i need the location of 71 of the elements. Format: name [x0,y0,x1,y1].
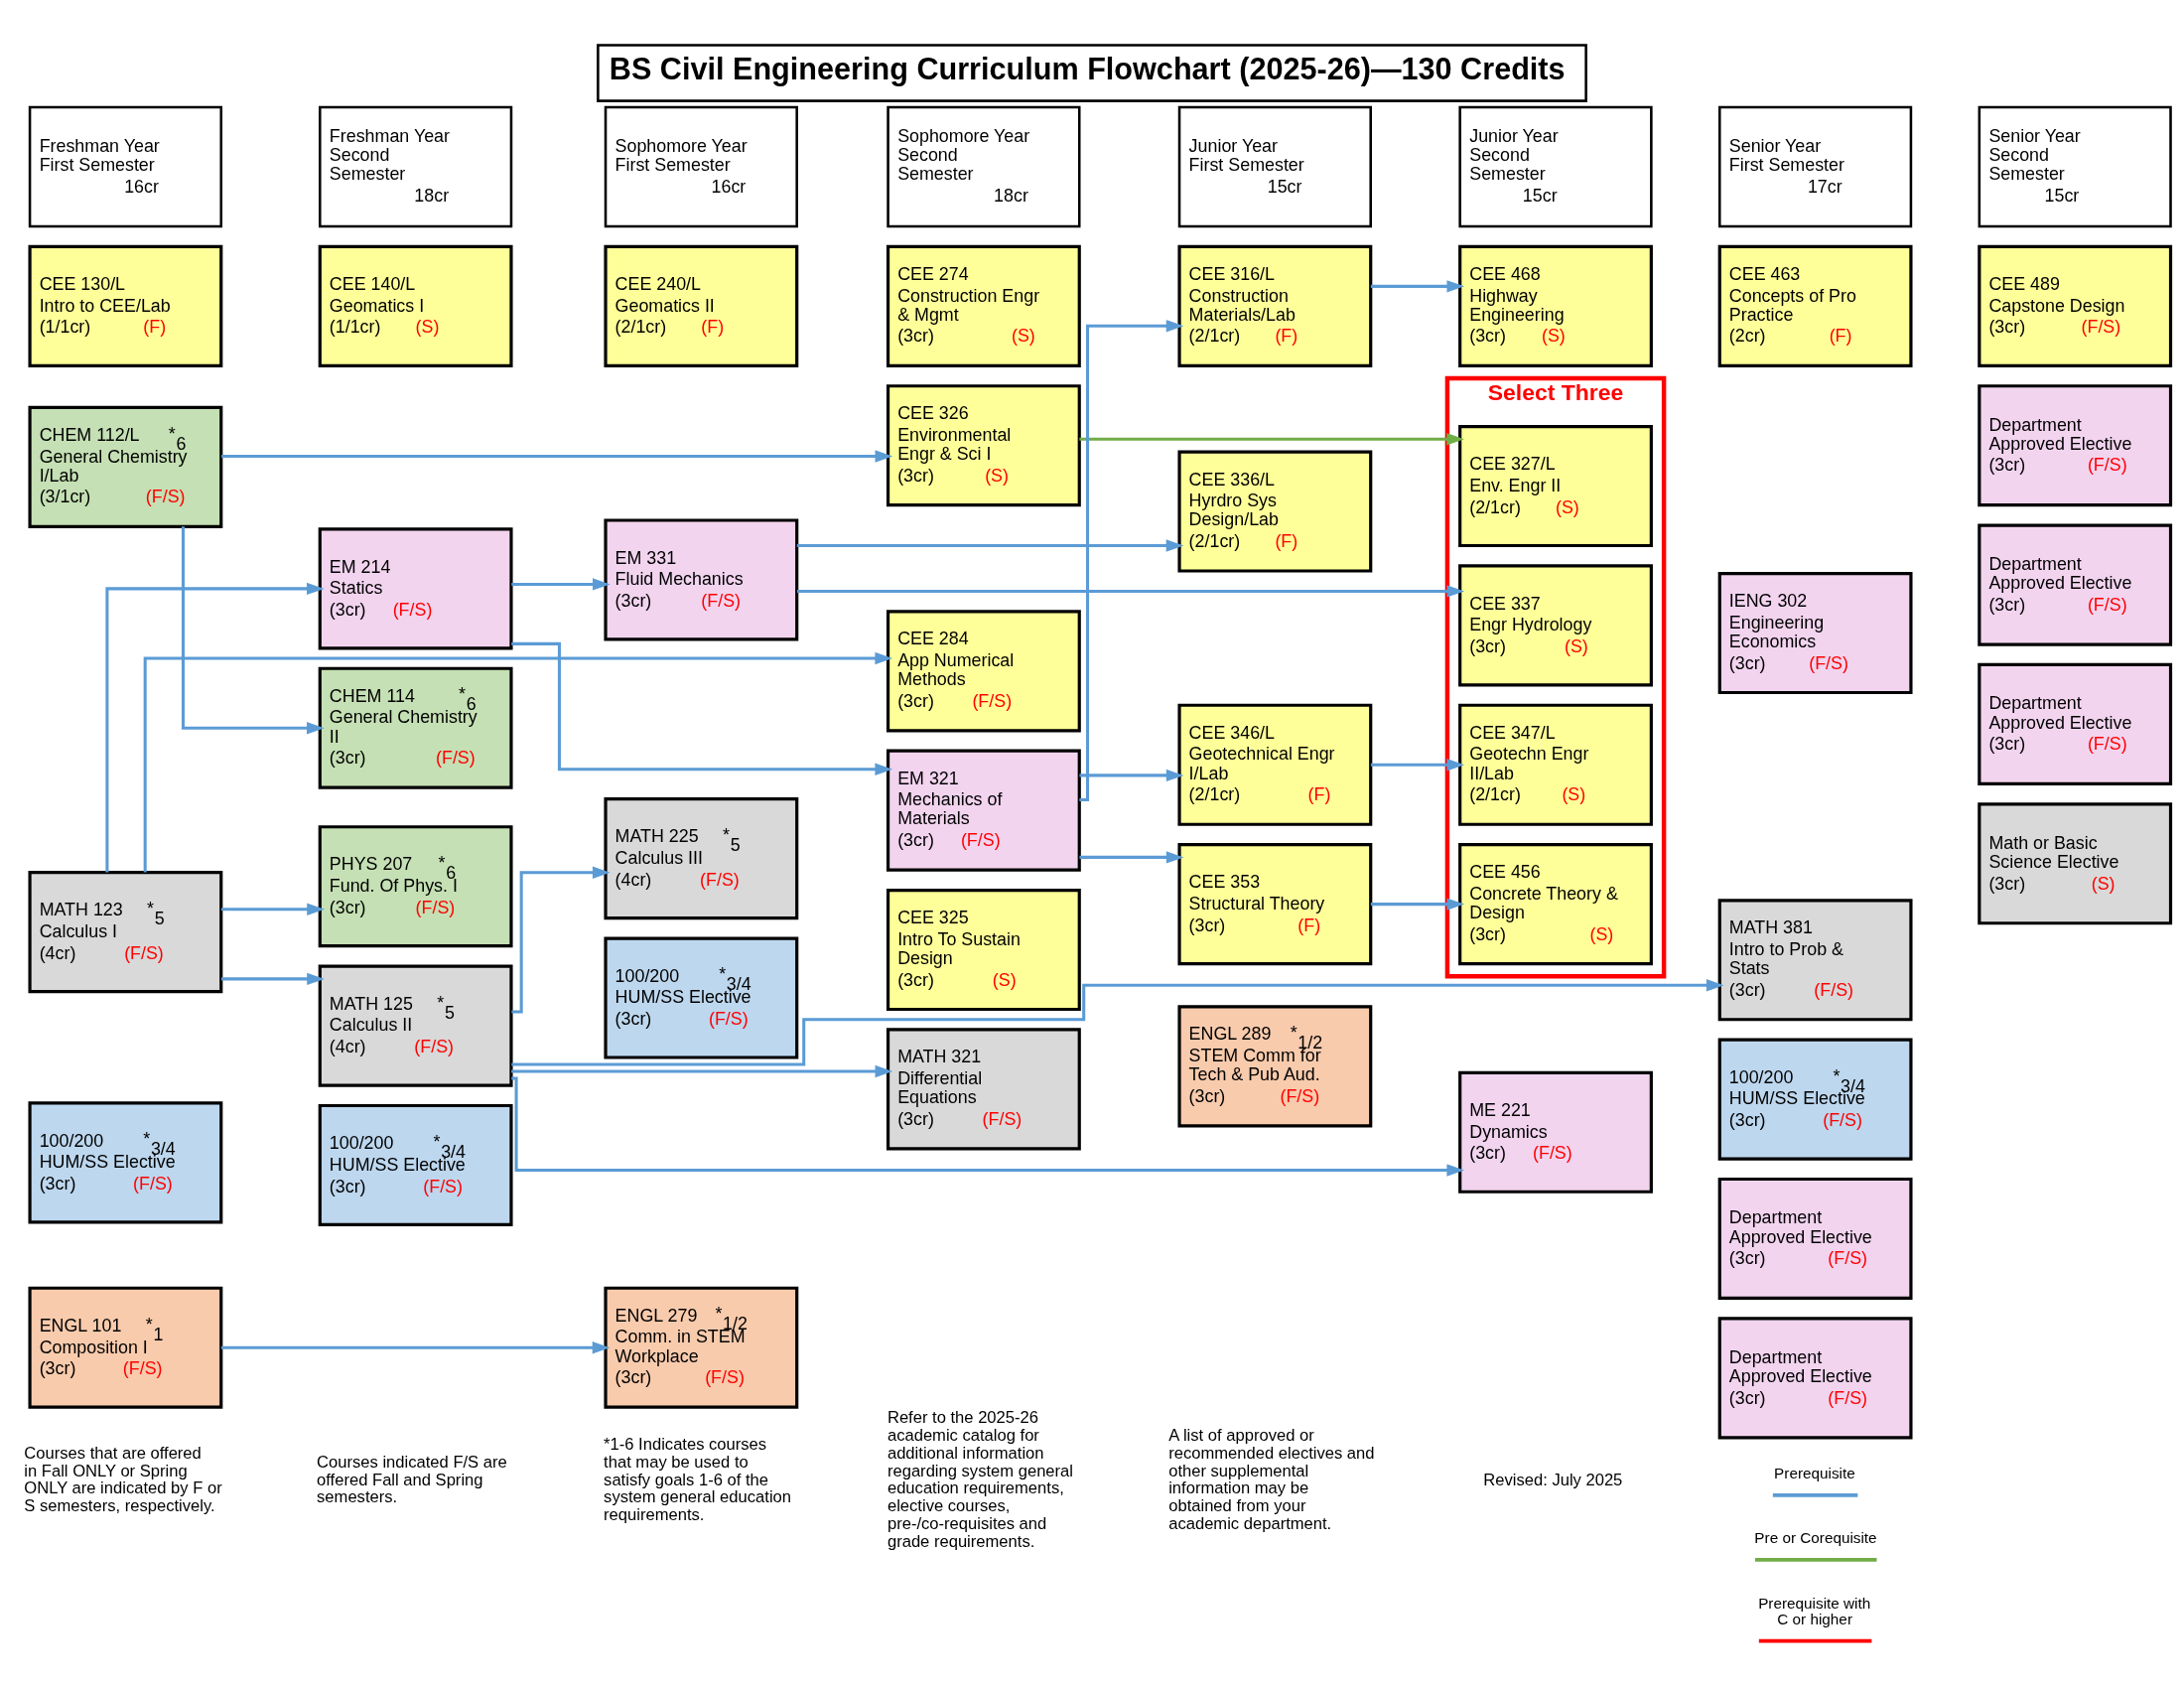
legend-label: Prerequisite with C or higher [1758,1594,1871,1628]
node-box: CEE 468 Highway Engineering (3cr) (S) [1458,244,1653,367]
node-box: CEE 347/L Geotechn Engr II/Lab (2/1cr) (S) [1458,703,1653,826]
node-box: CEE 346/L Geotechnical Engr I/Lab (2/1cr) (F) [1177,703,1373,826]
node-box: IENG 302 Engineering Economics (3cr) (F/S) [1717,571,1913,695]
node-box: CEE 140/L Geomatics I (1/1cr) (S) [318,244,513,367]
node-box: CEE 240/L Geomatics II (2/1cr) (F) [604,244,799,367]
node-box: CEE 316/L Construction Materials/Lab (2/1cr) (F) [1177,244,1373,367]
arrow [511,641,893,775]
node-box: CEE 327/L Env. Engr II (2/1cr) (S) [1458,424,1653,548]
node-box: MATH 381 Intro to Prob & Stats (3cr) (F/S) [1717,899,1913,1022]
node-box: Department Approved Elective (3cr) (F/S) [1978,662,2173,785]
node-box: EM 331 Fluid Mechanics (3cr) (F/S) [604,518,799,641]
legend-label: Pre or Corequisite [1754,1529,1877,1547]
arrow [181,526,325,735]
arrow [221,450,893,463]
arrow [511,1064,893,1078]
node-box: Junior Year First Semester 15cr [1177,105,1372,228]
arrow [1079,320,1184,802]
node-box: MATH 321 Differential Equations (3cr) (F/S) [886,1028,1081,1151]
node-box: ME 221 Dynamics (3cr) (F/S) [1458,1070,1653,1194]
arrow [105,582,325,873]
arrow [510,1076,1465,1177]
label: Revised: July 2025 [1483,1470,1623,1489]
node-box: Department Approved Elective (3cr) (F/S) [1978,523,2173,646]
arrow [220,1341,611,1354]
node-box: Senior Year First Semester 17cr [1718,105,1913,228]
node-box: Sophomore Year First Semester 16cr [604,105,798,228]
arrow [511,979,1724,1066]
arrow [1370,898,1465,911]
label: Refer to the 2025-26 academic catalog for additional information regarding system general education requirements, elective courses, pre-/co-requisites and grade requirements. [887,1408,1073,1552]
arrow [511,866,611,1014]
arrow [1079,769,1184,782]
node-box: CEE 336/L Hyrdro Sys Design/Lab (2/1cr) (F) [1177,450,1373,573]
node-box: CEE 284 App Numerical Methods (3cr) (F/S) [886,610,1081,733]
node-box: CEE 325 Intro To Sustain Design (3cr) (S) [886,888,1081,1012]
node-box: CEE 326 Environmental Engr & Sci I (3cr) (S) [886,384,1081,507]
node-box: Department Approved Elective (3cr) (F/S) [1978,384,2173,507]
node-box: CEE 489 Capstone Design (3cr) (F/S) [1978,244,2173,367]
label: Courses that are offered in Fall ONLY or Spring ONLY are indicated by F or S semesters, respectively. [24,1443,222,1516]
node-box: Freshman Year Second Semester 18cr [319,105,513,228]
node-box: Department Approved Elective (3cr) (F/S) [1717,1317,1913,1440]
node-box: CEE 274 Construction Engr & Mgmt (3cr) (S) [886,244,1081,367]
arrow [1079,851,1184,864]
node-box: Department Approved Elective (3cr) (F/S) [1717,1177,1913,1301]
arrow [220,903,325,915]
arrow [143,651,893,873]
diagram-title: BS Civil Engineering Curriculum Flowchart (2025-26)—130 Credits [609,52,1566,86]
arrow [220,972,325,986]
arrow [796,539,1184,552]
arrow [797,585,1465,598]
node-box: CEE 463 Concepts of Pro Practice (2cr) (F) [1717,244,1913,367]
label: Courses indicated F/S are offered Fall and Spring semesters. [317,1452,507,1507]
node-box: EM 214 Statics (3cr) (F/S) [318,527,513,650]
arrow [1370,280,1465,293]
label: A list of approved or recommended electives and other supplemental information may be obtained from your academic department. [1168,1425,1375,1534]
node-box: CEE 353 Structural Theory (3cr) (F) [1177,843,1373,966]
node-box: CEE 456 Concrete Theory & Design (3cr) (S) [1458,843,1653,966]
node-box: Freshman Year First Semester 16cr [28,105,223,228]
arrow [511,578,611,591]
label: *1-6 Indicates courses that may be used to satisfy goals 1-6 of the system general education requirements. [604,1434,792,1525]
legend-label: Prerequisite [1774,1465,1855,1482]
node-box: Sophomore Year Second Semester 18cr [887,105,1081,228]
node-box: Junior Year Second Semester 15cr [1458,105,1653,228]
node-box: CEE 337 Engr Hydrology (3cr) (S) [1458,564,1653,687]
node-box: Senior Year Second Semester 15cr [1978,105,2172,228]
arrow [1079,433,1464,446]
node-box: EM 321 Mechanics of Materials (3cr) (F/S) [886,749,1081,872]
node-box: Math or Basic Science Elective (3cr) (S) [1978,802,2173,925]
node-box: CEE 130/L Intro to CEE/Lab (1/1cr) (F) [28,244,223,367]
arrow [1370,759,1465,772]
